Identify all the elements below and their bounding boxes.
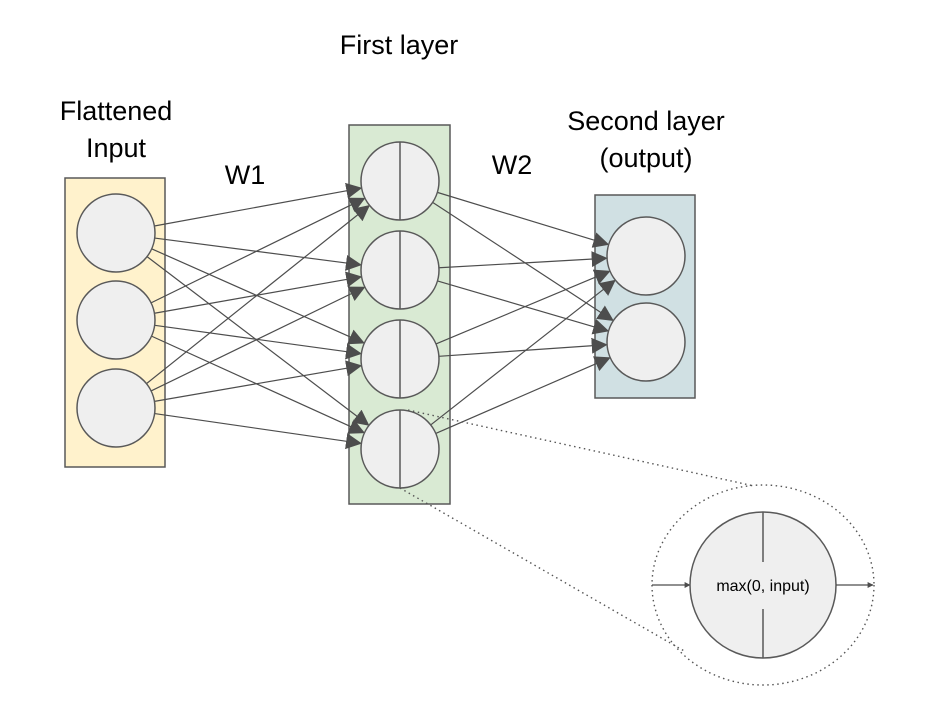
zoom-line-bottom (399, 487, 687, 653)
w1-label: W1 (225, 160, 266, 190)
w2-connections (430, 191, 616, 434)
input-node-1 (76, 193, 156, 273)
input-node-3 (76, 368, 156, 448)
w2-edge-3-2 (438, 337, 608, 357)
activation-label: max(0, input) (716, 578, 809, 595)
w2-edge-1-2 (432, 201, 614, 321)
input-label-line2: Input (86, 133, 147, 163)
output-node-1 (606, 216, 686, 296)
w1-edge-1-1 (154, 182, 363, 227)
second-layer-label-line2: (output) (599, 143, 692, 173)
network-nodes (76, 141, 686, 489)
w1-edge-2-1 (150, 197, 366, 304)
w2-label: W2 (492, 150, 533, 180)
zoom-line-top (407, 409, 755, 487)
output-node-2 (606, 302, 686, 382)
w1-edge-3-4 (154, 412, 362, 450)
w1-edge-3-3 (154, 360, 363, 402)
w2-edge-3-1 (435, 269, 611, 345)
w1-connections (146, 182, 371, 450)
w1-edge-3-1 (146, 204, 371, 385)
w1-edge-3-2 (150, 286, 366, 392)
input-label-line1: Flattened (60, 96, 173, 126)
w1-edge-1-4 (146, 256, 370, 426)
w1-edge-1-3 (151, 248, 365, 345)
first-layer-label: First layer (340, 30, 459, 60)
w2-edge-1-1 (437, 191, 610, 248)
w2-edge-2-1 (438, 251, 608, 269)
w2-edge-4-1 (430, 279, 616, 426)
w2-edge-4-2 (435, 356, 611, 434)
second-layer-label-line1: Second layer (567, 106, 725, 136)
w1-edge-2-4 (151, 335, 366, 434)
input-node-2 (76, 280, 156, 360)
w2-edge-2-2 (437, 280, 610, 335)
w1-edge-1-2 (154, 237, 362, 271)
